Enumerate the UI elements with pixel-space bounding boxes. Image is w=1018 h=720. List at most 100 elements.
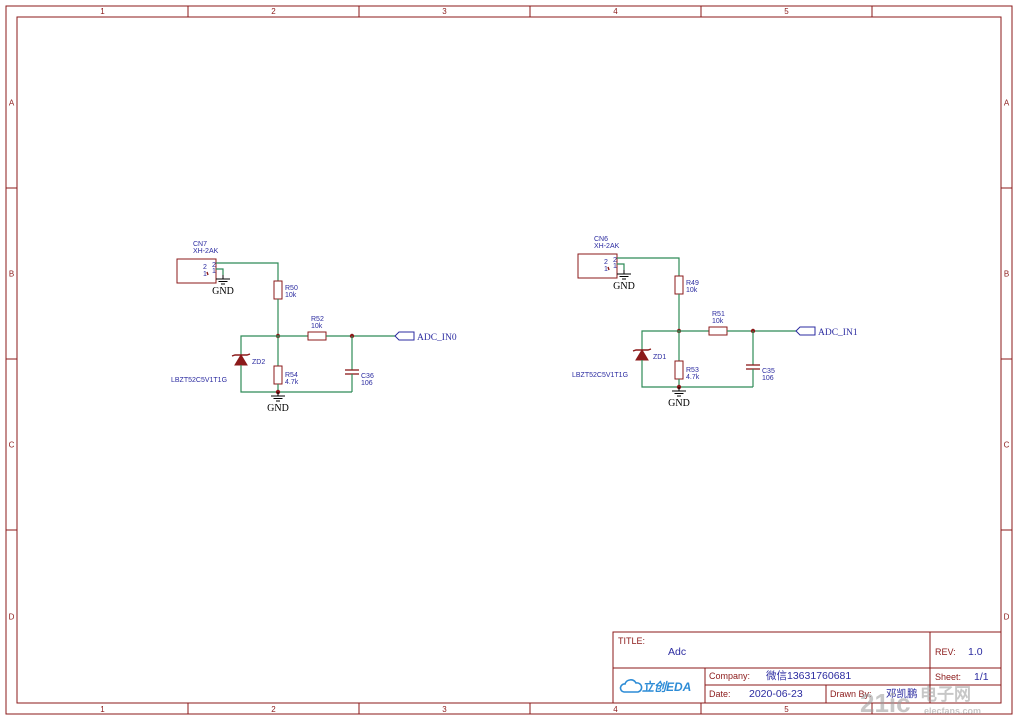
connector-pin-label: 1 (604, 266, 608, 273)
resistor-top-value: 10k (285, 292, 297, 299)
resistor-top-ref: R49 (686, 280, 699, 287)
resistor-series-body (307, 331, 327, 341)
title-label: TITLE: (618, 636, 645, 646)
row-label-left: C (9, 441, 15, 450)
resistor-bottom-body (674, 360, 684, 380)
wire-pin1 (617, 263, 625, 270)
wire-pin2 (216, 262, 279, 281)
row-label-right: B (1004, 270, 1009, 279)
zener-ref: ZD2 (252, 359, 265, 366)
column-label-bottom: 4 (613, 705, 618, 714)
sheet-label: Sheet: (935, 672, 961, 682)
company-value: 微信13631760681 (766, 669, 851, 682)
eda-logo: 立创EDA (642, 680, 691, 694)
column-label-top: 2 (271, 7, 276, 16)
zener-triangle (234, 354, 248, 366)
rev-label: REV: (935, 647, 956, 657)
resistor-bottom-value: 4.7k (686, 374, 700, 381)
wire-bottom-bus (641, 360, 753, 388)
rev-value: 1.0 (968, 646, 983, 658)
resistor-series-value: 10k (311, 323, 323, 330)
pin-marker (607, 266, 610, 271)
capacitor-ref: C36 (361, 373, 374, 380)
resistor-series-ref: R52 (311, 316, 324, 323)
wire-pin2 (617, 257, 680, 276)
zener-ref: ZD1 (653, 354, 666, 361)
resistor-bottom-ref: R54 (285, 372, 298, 379)
connector-body (176, 258, 217, 284)
zener-bar (231, 353, 251, 357)
connector-pin-label: 1 (212, 268, 216, 275)
gnd-label: GND (668, 398, 690, 409)
date-value: 2020-06-23 (749, 688, 803, 700)
zener-triangle (635, 349, 649, 361)
column-label-top: 1 (100, 7, 105, 16)
row-label-right: A (1004, 99, 1010, 108)
watermark: 21ic 电子网 elecfans.com (860, 684, 981, 718)
pin-marker (206, 271, 209, 276)
connector-value: XH-2AK (193, 248, 219, 255)
wire-bottom-bus (240, 365, 352, 393)
zener-value: LBZT52C5V1T1G (171, 377, 227, 384)
gnd-label: GND (267, 403, 289, 414)
column-label-bottom: 1 (100, 705, 105, 714)
resistor-series-value: 10k (712, 318, 724, 325)
gnd-label: GND (212, 286, 234, 297)
connector-ref: CN7 (193, 241, 207, 248)
wire-to-zener (641, 330, 679, 350)
row-label-left: A (9, 99, 15, 108)
zone-ticks (6, 6, 1012, 714)
resistor-top-ref: R50 (285, 285, 298, 292)
resistor-top-body (273, 280, 283, 300)
gnd-symbol (617, 270, 631, 280)
connector-body (577, 253, 618, 279)
watermark-text: 电子网 (920, 684, 971, 704)
wire-pin1 (216, 268, 224, 275)
connector-ref: CN6 (594, 236, 608, 243)
capacitor-value: 106 (762, 375, 774, 382)
resistor-bottom-body (273, 365, 283, 385)
connector-pin-label: 2 (212, 262, 216, 269)
connector-pin-label: 2 (604, 259, 608, 266)
zener-bar (632, 348, 652, 352)
column-label-bottom: 2 (271, 705, 276, 714)
connector-pin-label: 1 (203, 271, 207, 278)
watermark-subtext: elecfans.com (924, 706, 981, 716)
capacitor-value: 106 (361, 380, 373, 387)
connector-pin-label: 2 (203, 264, 207, 271)
column-label-top: 3 (442, 7, 447, 16)
resistor-series-ref: R51 (712, 311, 725, 318)
gnd-symbol (672, 387, 686, 397)
net-flag (394, 331, 415, 341)
title-value: Adc (668, 646, 686, 658)
zener-value: LBZT52C5V1T1G (572, 372, 628, 379)
resistor-top-value: 10k (686, 287, 698, 294)
capacitor-ref: C35 (762, 368, 775, 375)
connector-pin-label: 2 (613, 257, 617, 264)
gnd-symbol (216, 275, 230, 285)
net-flag (795, 326, 816, 336)
gnd-symbol (271, 392, 285, 402)
column-label-top: 5 (784, 7, 789, 16)
outer-frame (5, 5, 1013, 715)
net-label: ADC_IN1 (818, 328, 858, 338)
title-block: TITLE: Adc REV: 1.0 Company: 微信136317606… (612, 631, 1002, 704)
sheet-value: 1/1 (974, 671, 989, 683)
resistor-top-body (674, 275, 684, 295)
resistor-series-body (708, 326, 728, 336)
wire-to-zener (240, 335, 278, 355)
resistor-bottom-value: 4.7k (285, 379, 299, 386)
date-label: Date: (709, 689, 731, 699)
drawn-by-label: Drawn By: (830, 689, 872, 699)
connector-pin-label: 1 (613, 263, 617, 270)
row-label-left: D (9, 613, 15, 622)
company-label: Company: (709, 671, 750, 681)
column-label-top: 4 (613, 7, 618, 16)
drawn-by-value: 邓凯鹏 (886, 687, 918, 700)
connector-value: XH-2AK (594, 243, 620, 250)
gnd-label: GND (613, 281, 635, 292)
